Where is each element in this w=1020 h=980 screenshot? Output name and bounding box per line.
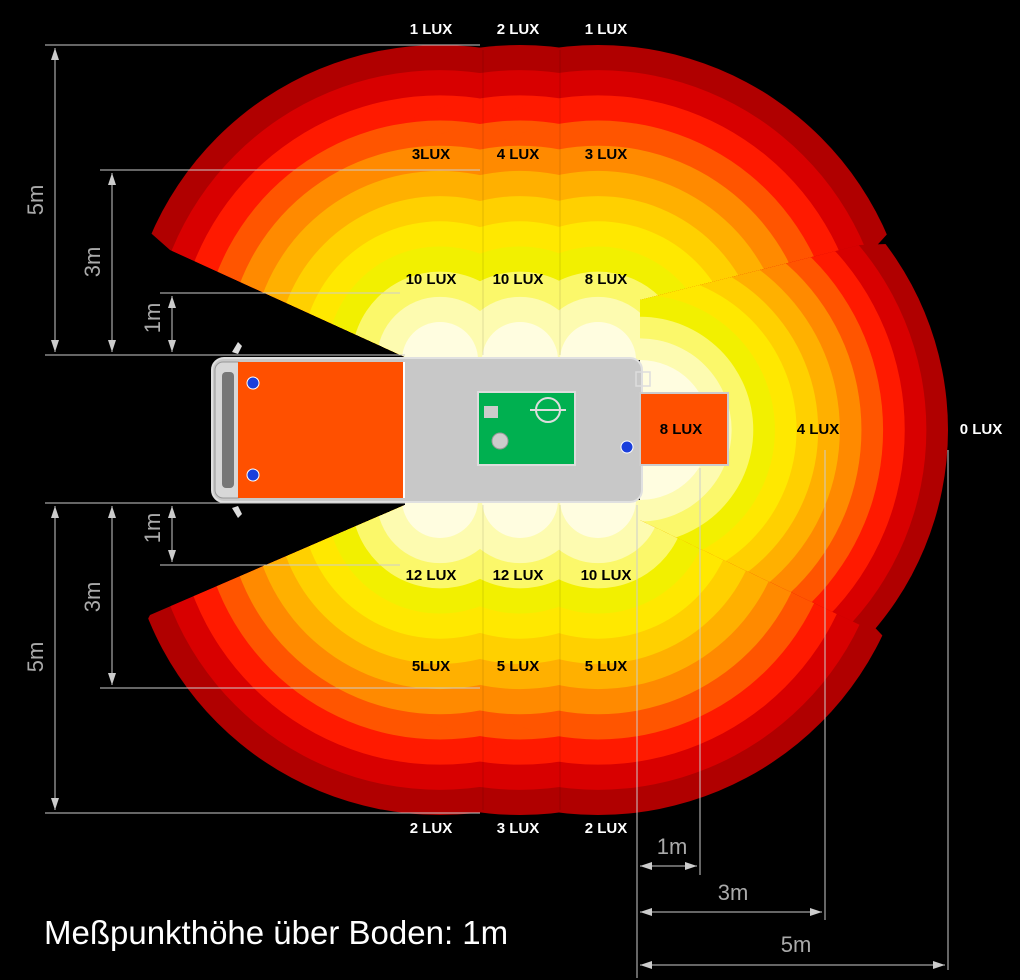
grid-lines	[482, 50, 561, 810]
lux-label: 3 LUX	[585, 146, 628, 163]
upper-light-zones	[125, 45, 913, 360]
dim-top-mid: 3m	[80, 247, 105, 278]
dimension-arrows	[51, 48, 945, 969]
dashboard	[222, 372, 234, 488]
rear-light-zones	[640, 240, 948, 700]
lux-label: 1 LUX	[410, 21, 453, 38]
lux-label: 4 LUX	[797, 421, 840, 438]
lux-label: 12 LUX	[493, 567, 544, 584]
lux-label: 8 LUX	[585, 271, 628, 288]
light-zone-ring	[402, 322, 478, 360]
dim-bottom-outer: 5m	[23, 642, 48, 673]
lux-label: 0 LUX	[960, 421, 1003, 438]
lux-label: 5 LUX	[585, 658, 628, 675]
lux-label: 10 LUX	[493, 271, 544, 288]
lux-label: 10 LUX	[581, 567, 632, 584]
generator-icon	[477, 391, 576, 466]
light-mount-icon	[246, 376, 260, 390]
lux-label: 5LUX	[412, 658, 450, 675]
mirror-right	[232, 506, 242, 518]
lux-label: 8 LUX	[660, 421, 703, 438]
lux-label: 1 LUX	[585, 21, 628, 38]
dim-top-outer: 5m	[23, 185, 48, 216]
lux-label: 2 LUX	[410, 820, 453, 837]
lux-label: 3 LUX	[497, 820, 540, 837]
light-zone-ring	[560, 500, 636, 538]
cab-roof	[238, 362, 404, 498]
lux-label: 5 LUX	[497, 658, 540, 675]
dim-bottom-mid: 3m	[80, 582, 105, 613]
light-zone-ring	[534, 500, 662, 564]
dim-rear-5: 5m	[781, 932, 812, 957]
light-zone-ring	[402, 500, 478, 538]
rear-platform	[639, 392, 729, 466]
dim-bottom-inner: 1m	[140, 513, 165, 544]
light-zone-ring	[560, 322, 636, 360]
dim-rear-3: 3m	[718, 880, 749, 905]
caption: Meßpunkthöhe über Boden: 1m	[44, 914, 508, 951]
lux-label: 2 LUX	[497, 21, 540, 38]
lux-label: 2 LUX	[585, 820, 628, 837]
lux-label: 3LUX	[412, 146, 450, 163]
light-mount-icon	[620, 440, 634, 454]
lower-light-zones	[125, 500, 913, 815]
lux-label: 4 LUX	[497, 146, 540, 163]
lux-label: 12 LUX	[406, 567, 457, 584]
mirror-left	[232, 342, 242, 354]
lux-labels: 1 LUX 2 LUX 1 LUX 3LUX 4 LUX 3 LUX 10 LU…	[406, 21, 1003, 837]
dim-rear-1: 1m	[657, 834, 688, 859]
light-zone-ring	[482, 500, 558, 538]
dim-top-inner: 1m	[140, 303, 165, 334]
lux-label: 10 LUX	[406, 271, 457, 288]
light-zone-ring	[482, 322, 558, 360]
vehicle	[211, 342, 729, 518]
light-mount-icon	[246, 468, 260, 482]
